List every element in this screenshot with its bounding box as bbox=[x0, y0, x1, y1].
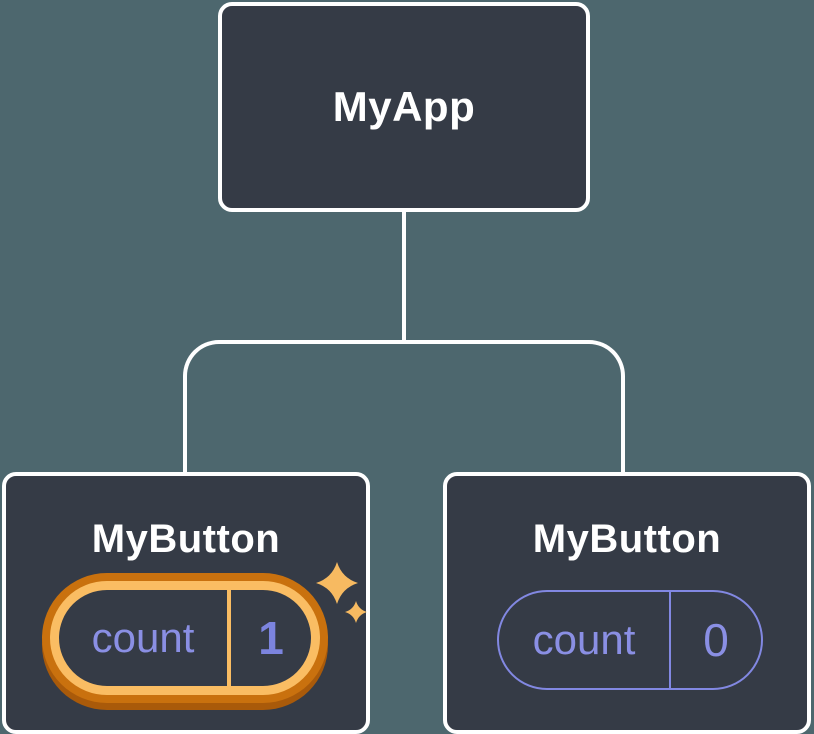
tree-node-child-right: MyButton count 0 bbox=[443, 472, 811, 734]
connector-root-stem bbox=[402, 210, 406, 342]
state-badge: count 0 bbox=[497, 590, 763, 690]
state-key: count bbox=[532, 616, 636, 663]
connector-branch bbox=[183, 340, 625, 476]
state-value: 1 bbox=[258, 612, 284, 664]
sparkles-icon bbox=[316, 562, 367, 623]
state-divider bbox=[227, 590, 231, 686]
state-badge-highlighted: count 1 bbox=[50, 581, 320, 695]
tree-node-root: MyApp bbox=[218, 2, 590, 212]
node-label: MyButton bbox=[532, 517, 722, 561]
tree-node-child-left: MyButton count 1 bbox=[2, 472, 370, 734]
state-value: 0 bbox=[703, 614, 729, 666]
node-label: MyButton bbox=[91, 517, 281, 561]
state-key: count bbox=[91, 614, 195, 661]
state-divider bbox=[669, 592, 671, 688]
node-label: MyApp bbox=[332, 83, 476, 130]
